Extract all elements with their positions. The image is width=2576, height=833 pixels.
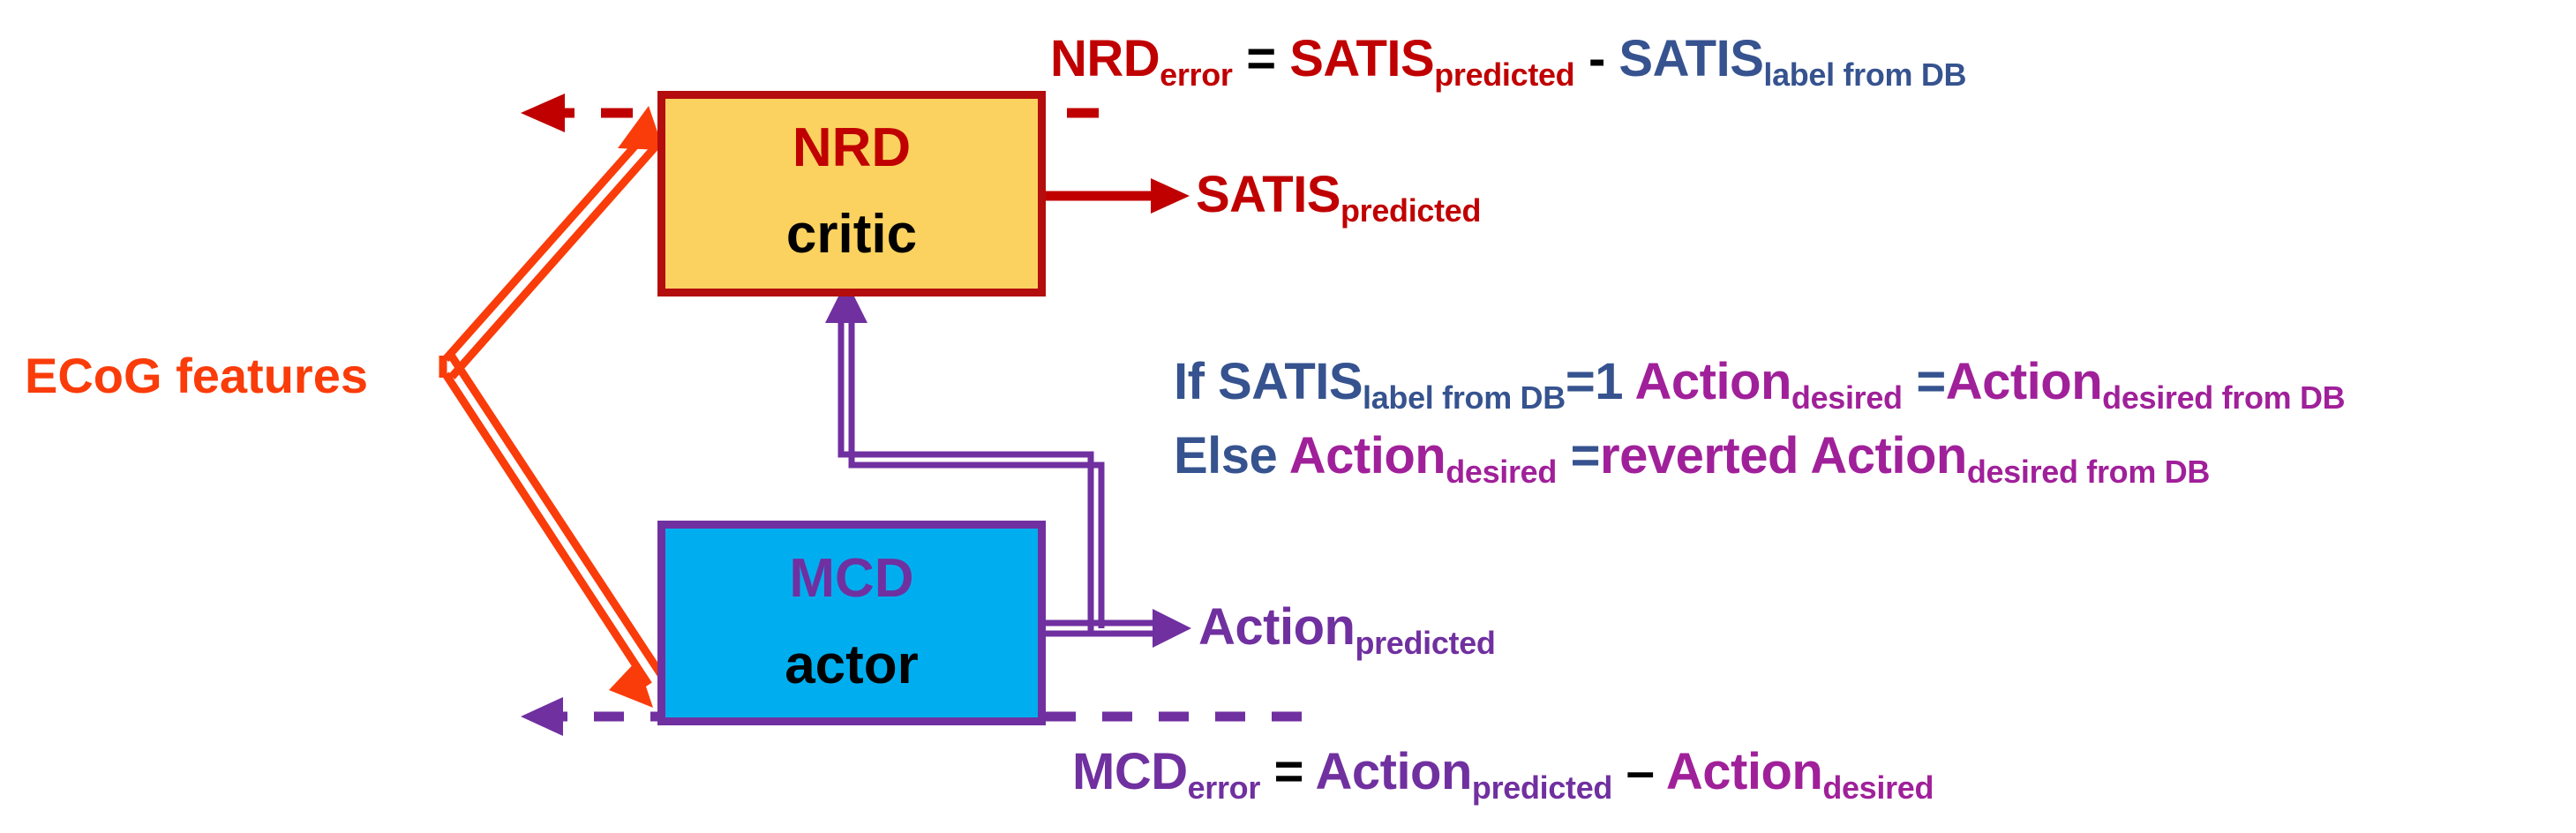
- rule-if-keyword: If: [1174, 353, 1219, 410]
- nrd-error-term2-sub: label from DB: [1763, 56, 1967, 93]
- rule-if-variable: SATIS: [1218, 353, 1363, 410]
- action-predicted-sub: predicted: [1355, 624, 1496, 661]
- rule-else-assign-rhs: reverted Action: [1600, 427, 1967, 484]
- mcd-to-nrd-feedback-path: [825, 281, 1105, 634]
- mcd-error-operator: –: [1612, 743, 1666, 800]
- nrd-error-lhs-sub: error: [1160, 56, 1233, 93]
- rule-if-condition: =1: [1565, 353, 1635, 410]
- mcd-actor-block[interactable]: [657, 521, 1046, 725]
- satis-predicted-label: SATISpredicted: [1196, 166, 1481, 227]
- nrd-critic-title: NRD: [792, 117, 912, 178]
- mcd-error-term1-sub: predicted: [1471, 769, 1613, 806]
- mcd-actor-subtitle: actor: [785, 634, 919, 695]
- mcd-error-term2-sub: desired: [1822, 769, 1934, 806]
- mcd-error-term1: Action: [1315, 743, 1472, 800]
- nrd-critic-block[interactable]: [657, 91, 1046, 296]
- action-predicted-main: Action: [1198, 598, 1356, 656]
- rule-else-line: Else Actiondesired =reverted Actiondesir…: [1174, 431, 2210, 488]
- rule-if-assign-lhs-sub: desired: [1791, 379, 1903, 416]
- nrd-error-lhs: NRD: [1050, 30, 1160, 87]
- nrd-output-arrow: [1046, 178, 1190, 214]
- rule-else-keyword: Else: [1174, 427, 1289, 484]
- rule-if-variable-sub: label from DB: [1363, 379, 1566, 416]
- mcd-error-equals: =: [1260, 743, 1316, 800]
- satis-predicted-sub: predicted: [1341, 191, 1482, 229]
- rule-if-assign-equals: =: [1902, 353, 1946, 410]
- nrd-error-feedback-arrow: [521, 94, 1099, 132]
- mcd-error-lhs-sub: error: [1187, 769, 1261, 806]
- satis-predicted-main: SATIS: [1196, 166, 1341, 223]
- mcd-error-lhs: MCD: [1072, 743, 1188, 800]
- rule-else-assign-equals: =: [1557, 427, 1601, 484]
- rule-else-assign-lhs-sub: desired: [1446, 453, 1558, 490]
- ecog-features-label: ECoG features: [25, 348, 368, 403]
- rule-if-assign-lhs: Action: [1634, 353, 1791, 410]
- nrd-error-operator: -: [1574, 30, 1619, 87]
- nrd-error-equals: =: [1232, 30, 1290, 87]
- rule-if-line: If SATISlabel from DB=1 Actiondesired =A…: [1174, 353, 2346, 414]
- ecog-split-arrows: [439, 106, 665, 708]
- rule-else-assign-lhs: Action: [1288, 427, 1446, 484]
- rule-if-assign-rhs-sub: desired from DB: [2102, 379, 2346, 416]
- action-predicted-label: Actionpredicted: [1198, 602, 1496, 659]
- nrd-critic-subtitle: critic: [785, 204, 918, 265]
- mcd-actor-title: MCD: [789, 548, 914, 609]
- mcd-output-arrow: [1046, 609, 1191, 648]
- rule-else-assign-rhs-sub: desired from DB: [1966, 453, 2211, 490]
- nrd-error-term2: SATIS: [1618, 30, 1764, 87]
- nrd-error-term1: SATIS: [1289, 30, 1435, 87]
- nrd-error-equation: NRDerror = SATISpredicted - SATISlabel f…: [1050, 34, 1967, 91]
- mcd-error-term2: Action: [1665, 743, 1823, 800]
- rule-if-assign-rhs: Action: [1945, 353, 2103, 410]
- mcd-error-equation: MCDerror = Actionpredicted – Actiondesir…: [1072, 747, 1934, 804]
- nrd-error-term1-sub: predicted: [1434, 56, 1575, 93]
